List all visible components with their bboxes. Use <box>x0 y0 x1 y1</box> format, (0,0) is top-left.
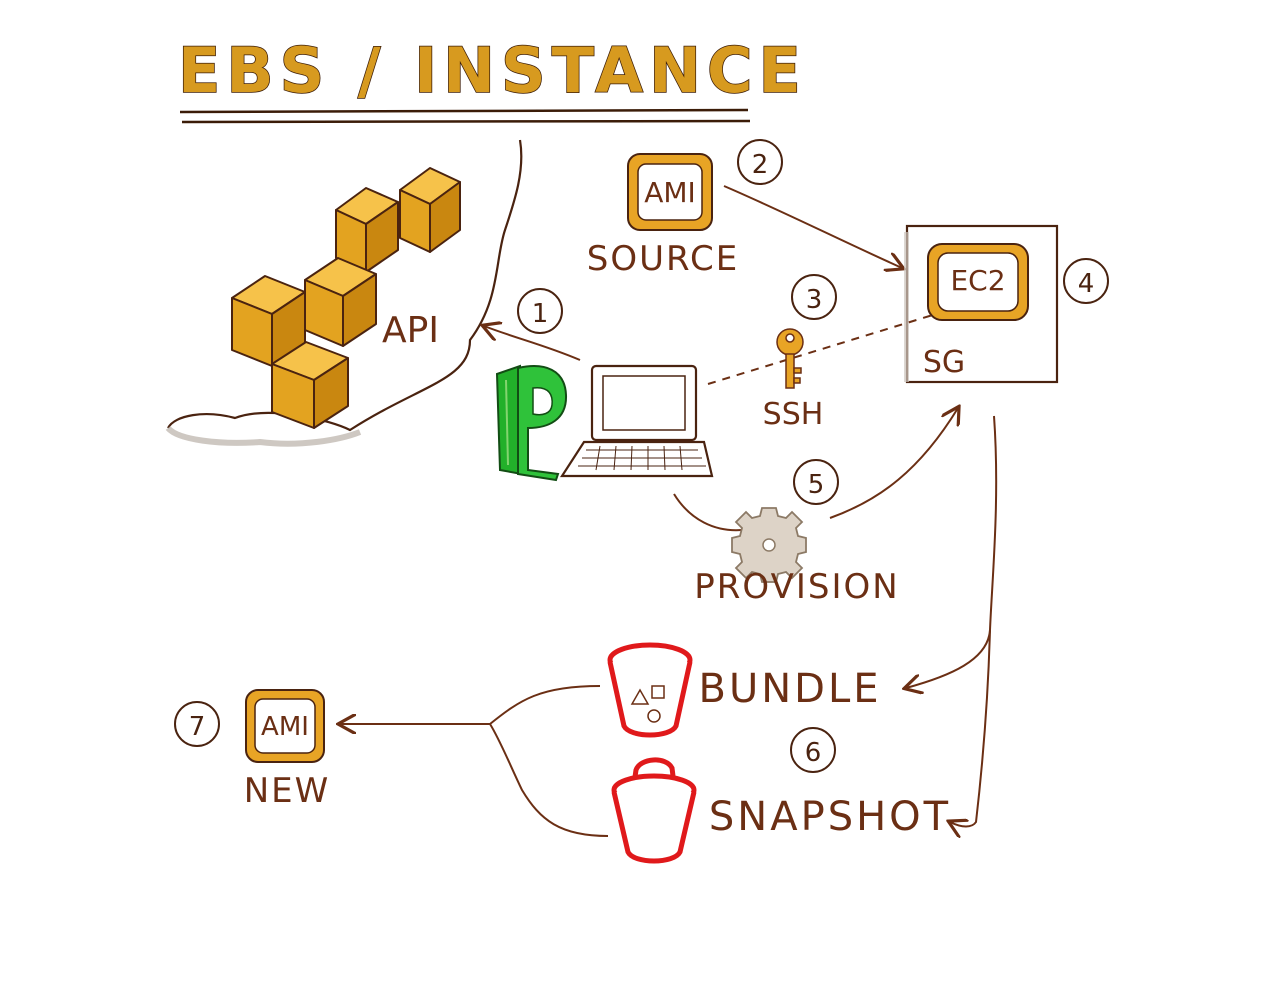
bundle: BUNDLE <box>607 642 882 738</box>
aws-cloud: API <box>165 139 523 447</box>
step-1: 1 <box>484 288 581 361</box>
arrow-provision-to-ec2 <box>829 408 958 519</box>
step-number: 3 <box>806 285 823 315</box>
p-logo-icon <box>495 364 568 482</box>
ec2-output-flow <box>906 415 998 827</box>
step-marker <box>174 701 220 747</box>
step-number: 4 <box>1078 269 1095 299</box>
arrow-laptop-to-api <box>484 326 581 361</box>
merge-flow <box>340 685 609 837</box>
bucket-icon <box>611 757 697 864</box>
ec2-label: EC2 <box>950 264 1005 297</box>
laptop-icon <box>559 364 714 478</box>
ssh-dashed-line <box>707 313 937 385</box>
step-number: 5 <box>808 470 825 500</box>
ami-source: AMI SOURCE <box>587 153 739 279</box>
arrow-ami-to-ec2 <box>723 185 902 268</box>
connector-snapshot <box>489 723 609 837</box>
sg-label: SG <box>923 345 965 380</box>
step-marker <box>793 459 839 505</box>
step-number: 7 <box>189 712 206 742</box>
key-icon <box>776 328 804 389</box>
step-marker <box>517 288 563 334</box>
ssh-connection: 3 SSH <box>707 274 937 432</box>
arrow-ec2-to-snapshot <box>950 629 991 827</box>
step-number: 6 <box>805 738 822 768</box>
bundle-label: BUNDLE <box>699 666 882 712</box>
api-label: API <box>382 310 439 351</box>
step-6: 6 <box>790 727 836 773</box>
step-number: 2 <box>752 150 769 180</box>
step-marker <box>1063 258 1109 304</box>
cubes-icon <box>231 167 461 429</box>
ami-new-caption: NEW <box>244 771 331 811</box>
connector-laptop-to-gear <box>673 493 743 532</box>
ec2-security-group: EC2 SG <box>904 224 1059 384</box>
step-number: 1 <box>532 299 549 329</box>
arrow-ec2-to-bundle <box>906 415 998 688</box>
provision-label: PROVISION <box>694 567 899 607</box>
ssh-label: SSH <box>763 397 824 432</box>
provision: 5 PROVISION <box>673 408 958 607</box>
bucket-icon <box>607 642 693 738</box>
step-marker <box>791 274 837 320</box>
title-underline <box>179 108 749 114</box>
step-marker <box>790 727 836 773</box>
ami-source-caption: SOURCE <box>587 239 739 279</box>
step-4: 4 <box>1063 258 1109 304</box>
snapshot: SNAPSHOT <box>611 757 951 864</box>
step-7: 7 <box>174 701 220 747</box>
ami-source-icon-label: AMI <box>644 176 696 209</box>
connector-bundle <box>489 685 601 725</box>
cloud-outline <box>167 139 523 432</box>
title-underline <box>181 119 751 124</box>
snapshot-label: SNAPSHOT <box>709 794 951 840</box>
title-block: EBS / INSTANCE <box>177 33 807 124</box>
step-2: 2 <box>723 139 902 268</box>
cloud-shadow <box>165 425 362 447</box>
step-marker <box>737 139 783 185</box>
gear-icon <box>731 507 807 583</box>
ami-new: AMI NEW <box>244 689 331 811</box>
ami-new-icon-label: AMI <box>261 712 309 742</box>
page-title: EBS / INSTANCE <box>178 34 807 107</box>
workstation <box>495 364 714 482</box>
